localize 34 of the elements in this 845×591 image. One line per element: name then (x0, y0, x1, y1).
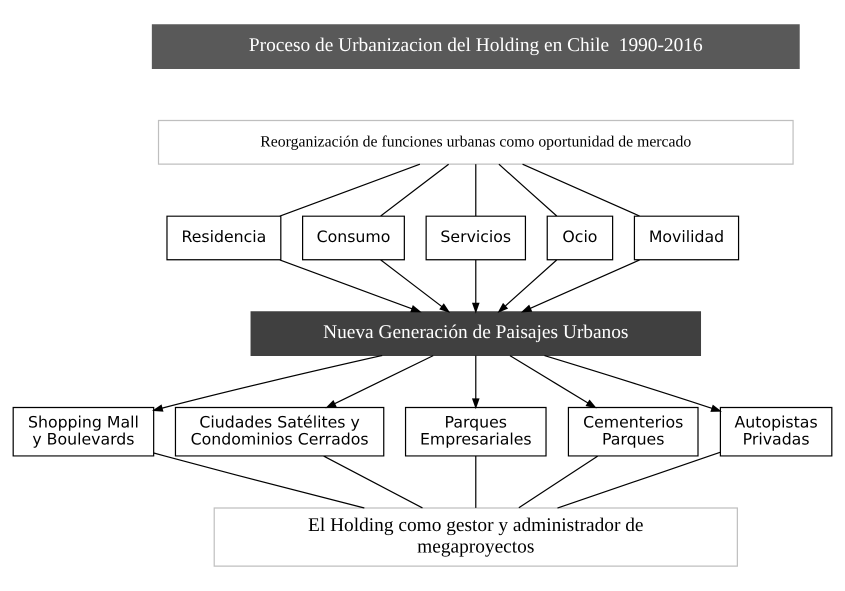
connector (498, 164, 558, 217)
connector (518, 456, 598, 508)
arrow (472, 356, 480, 410)
node-box: Cementerios Parques (568, 406, 699, 457)
arrow (544, 355, 722, 412)
arrow (497, 259, 558, 314)
connector (380, 164, 449, 217)
arrow (325, 355, 434, 408)
node-box: Nueva Generación de Paisajes Urbanos (250, 311, 702, 356)
node-box: Autopistas Privadas (720, 406, 832, 457)
node-box: Reorganización de funciones urbanas como oportunidad de mercado (158, 120, 794, 165)
connector (557, 452, 720, 509)
arrow (380, 259, 450, 313)
connector (279, 164, 420, 217)
connector (475, 164, 476, 216)
connector (154, 452, 364, 509)
node-box: Consumo (302, 216, 405, 260)
connector (323, 456, 423, 508)
node-box: Proceso de Urbanizacion del Holding en Chile 1990-2016 (152, 24, 800, 70)
node-box: Residencia (166, 216, 282, 260)
connector (522, 164, 640, 217)
node-box: Movilidad (634, 216, 740, 260)
arrow (280, 259, 422, 312)
arrow (152, 354, 382, 412)
arrow (520, 259, 640, 313)
node-box: Parques Empresariales (404, 406, 547, 457)
arrow (510, 355, 597, 408)
node-box: Ciudades Satélites y Condominios Cerrados (174, 406, 384, 457)
node-box: Shopping Mall y Boulevards (12, 406, 154, 457)
arrow (472, 260, 480, 314)
node-box: Ocio (546, 216, 614, 260)
node-box: Servicios (426, 216, 526, 260)
connector (475, 456, 476, 508)
node-box: El Holding como gestor y administrador de megaproyectos (214, 507, 738, 567)
